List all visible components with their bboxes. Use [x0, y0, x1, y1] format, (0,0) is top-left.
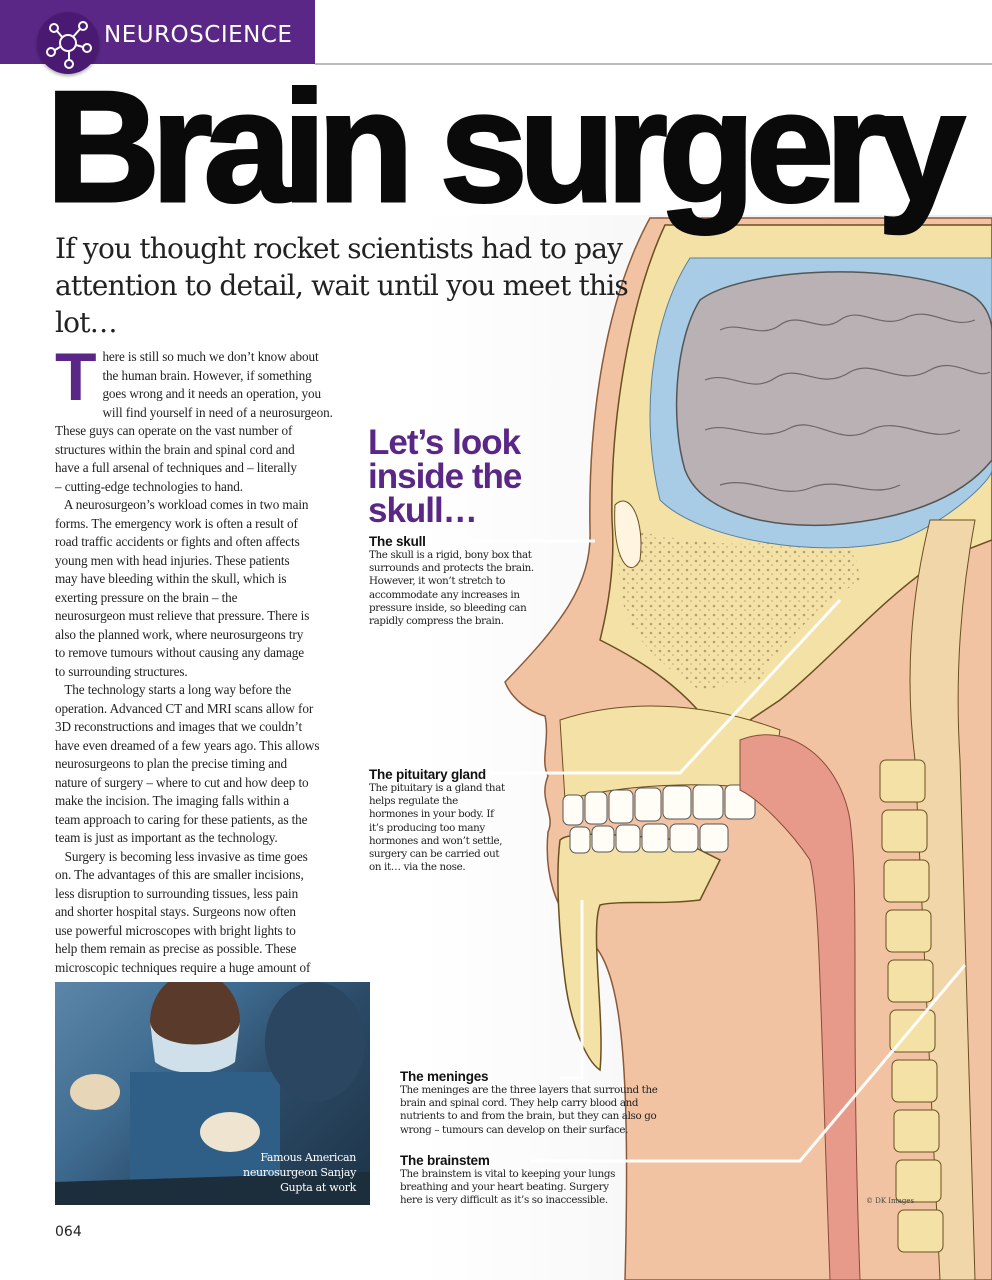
page-title: Brain surgery: [44, 59, 966, 235]
body-text-line: goes wrong and it needs an operation, yo…: [102, 386, 322, 401]
body-text-line: have even dreamed of a few years ago. Th…: [55, 737, 320, 753]
callout-text-line: nutrients to and from the brain, but the…: [400, 1110, 657, 1123]
section-label: NEUROSCIENCE: [104, 22, 293, 48]
callout-title: The pituitary gland: [369, 767, 486, 782]
body-text-line: have a full arsenal of techniques and – …: [55, 460, 297, 475]
body-text-line: young men with head injuries. These pati…: [55, 552, 290, 568]
callout-text-line: here is very difficult as it’s so inacce…: [400, 1194, 608, 1207]
article-body: T here is still so much we don’t know ab…: [55, 339, 355, 977]
body-text-line: the human brain. However, if something: [102, 367, 312, 383]
body-text-line: to surrounding structures.: [55, 663, 188, 679]
body-text-line: on. The advantages of this are smaller i…: [55, 867, 304, 882]
body-text-line: may have bleeding within the skull, whic…: [55, 571, 287, 586]
body-text-line: team is just as important as the technol…: [55, 830, 278, 845]
body-text-line: – cutting-edge technologies to hand.: [55, 478, 243, 494]
callout-text-line: accommodate any increases in: [369, 588, 520, 601]
body-text-line: neurosurgeon must relieve that pressure.…: [55, 608, 310, 623]
sinus-cavity: [614, 500, 642, 569]
callout-text-line: pressure inside, so bleeding can: [369, 601, 527, 614]
caption-line: Gupta at work: [280, 1181, 356, 1194]
callout-text-line: surrounds and protects the brain.: [369, 562, 534, 575]
drop-cap: T: [55, 339, 97, 415]
skull-bone-texture: [618, 520, 860, 690]
callout-text-line: rapidly compress the brain.: [369, 615, 504, 628]
body-text-line: road traffic accidents or fights and oft…: [55, 534, 300, 549]
callout-text-line: helps regulate the: [369, 795, 458, 808]
body-text-line: will find yourself in need of a neurosur…: [102, 404, 333, 420]
callout-text-line: on it… via the nose.: [369, 861, 466, 874]
body-text-line: to remove tumours without causing any da…: [55, 645, 305, 660]
body-text-line: operation. Advanced CT and MRI scans all…: [55, 700, 314, 716]
spinal-cord: [909, 519, 976, 1280]
brain: [675, 271, 992, 527]
caption-line: neurosurgeon Sanjay: [243, 1166, 356, 1179]
body-text-line: and shorter hospital stays. Surgeons now…: [55, 904, 296, 919]
feature-heading: Let’s look inside the skull…: [368, 423, 522, 530]
callout-text-line: The meninges are the three layers that s…: [400, 1084, 658, 1096]
image-credit: © DK Images: [866, 1197, 915, 1205]
body-text-line: make the incision. The imaging falls wit…: [55, 793, 290, 808]
body-text-line: use powerful microscopes with bright lig…: [55, 922, 296, 938]
callout-text-line: it’s producing too many: [369, 821, 485, 834]
callout-title: The brainstem: [400, 1153, 490, 1168]
feature-heading-line: inside the: [368, 457, 522, 496]
body-text-line: forms. The emergency work is often a res…: [55, 515, 298, 531]
callout-text-line: breathing and your heart beating. Surger…: [400, 1181, 609, 1194]
body-text-line: Surgery is becoming less invasive as tim…: [55, 848, 308, 864]
photo-caption: Famous American neurosurgeon Sanjay Gupt…: [243, 1150, 356, 1195]
body-text-line: nature of surgery – where to cut and how…: [55, 774, 309, 790]
body-text-line: neurosurgeons to plan the precise timing…: [55, 756, 287, 771]
subtitle: If you thought rocket scientists had to …: [55, 232, 629, 339]
callout-text-line: The pituitary is a gland that: [369, 782, 505, 794]
callout-text-line: brain and spinal cord. They help carry b…: [400, 1097, 639, 1110]
body-text-line: The technology starts a long way before …: [55, 682, 292, 697]
body-text-line: also the planned work, where neurosurgeo…: [55, 626, 304, 642]
tongue-throat: [739, 734, 861, 1280]
callout-text-line: wrong – tumours can develop on their sur…: [400, 1123, 629, 1136]
body-text-line: These guys can operate on the vast numbe…: [55, 423, 293, 438]
body-text-line: here is still so much we don’t know abou…: [102, 349, 319, 364]
neuron-network-icon: [37, 12, 99, 74]
body-text-line: help them remain as precise as possible.…: [55, 941, 297, 956]
vertebrae: [879, 759, 944, 1253]
callout-text-line: However, it won’t stretch to: [369, 575, 506, 588]
brain-folds: [704, 313, 991, 492]
body-text-line: less disruption to surrounding tissues, …: [55, 885, 299, 901]
body-text-line: exerting pressure on the brain – the: [55, 589, 238, 605]
caption-line: Famous American: [260, 1151, 356, 1164]
callout-lines: [430, 539, 967, 1163]
callout-title: The skull: [369, 534, 426, 549]
body-text-line: A neurosurgeon’s workload comes in two m…: [55, 497, 309, 512]
callout-text-line: surgery can be carried out: [369, 848, 500, 861]
callout-text-line: The brainstem is vital to keeping your l…: [400, 1168, 616, 1180]
callout-title: The meninges: [400, 1069, 489, 1084]
feature-heading-line: Let’s look: [368, 423, 521, 462]
body-text-line: team approach to caring for these patien…: [55, 811, 308, 827]
teeth: [562, 784, 756, 854]
callout-text-line: hormones in your body. If: [369, 808, 494, 821]
body-text-line: 3D reconstructions and images that we co…: [55, 719, 303, 734]
page-number: 064: [55, 1224, 82, 1240]
header-divider: [315, 63, 992, 65]
callout-text-line: The skull is a rigid, bony box that: [369, 549, 532, 561]
body-text-line: structures within the brain and spinal c…: [55, 441, 295, 457]
callout-text-line: hormones and won’t settle,: [369, 834, 503, 847]
body-text-line: microscopic techniques require a huge am…: [55, 959, 311, 975]
feature-heading-line: skull…: [368, 491, 478, 530]
surgeon-photo: Famous American neurosurgeon Sanjay Gupt…: [55, 982, 370, 1205]
